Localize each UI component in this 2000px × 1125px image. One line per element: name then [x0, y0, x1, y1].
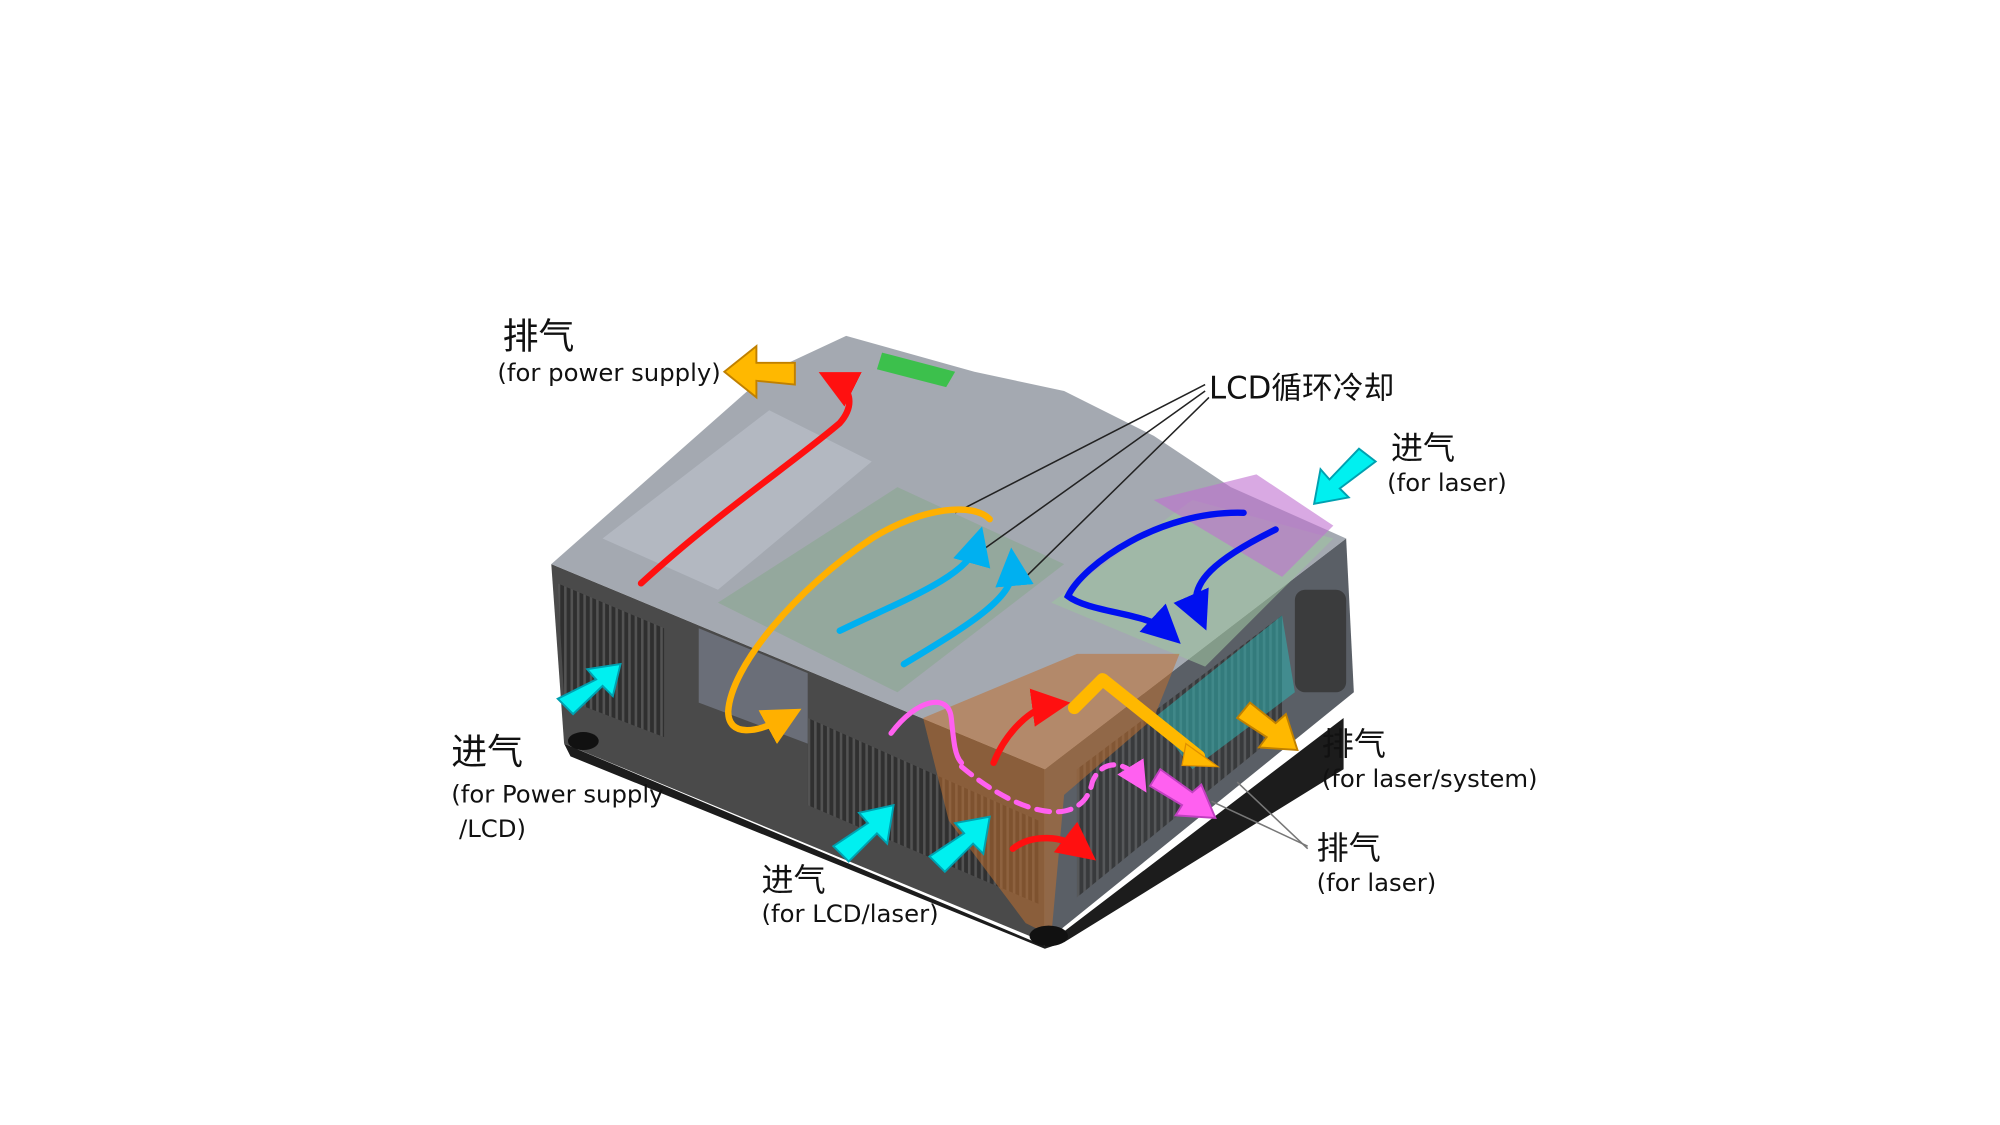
- exhaust-laser-system-caption: (for laser/system): [1322, 764, 1538, 793]
- intake-lcd-arrow-1: [831, 803, 895, 863]
- exhaust-laser-title: 排气: [1317, 829, 1381, 867]
- foot-front: [1029, 925, 1068, 947]
- leader-lines: [954, 383, 1309, 850]
- exhaust-laser-caption: (for laser): [1317, 868, 1437, 897]
- intake-lcd-laser-title: 进气: [762, 861, 826, 899]
- projector-body: [551, 335, 1354, 949]
- lcd-loop-arrow: [724, 506, 993, 745]
- power-supply-flow-arrow: [637, 372, 862, 587]
- airflow-arrows: [637, 372, 1279, 861]
- control-buttons: [1294, 589, 1347, 693]
- block-arrows: [556, 344, 1378, 874]
- exhaust-laser-arrow: [1148, 767, 1217, 820]
- intake-power-caption-2: /LCD): [451, 814, 526, 843]
- laser-flow-arrow-2: [1173, 526, 1279, 631]
- intake-lcd-laser-caption: (for LCD/laser): [762, 899, 939, 928]
- intake-laser-arrow: [1312, 447, 1378, 506]
- intake-laser-caption: (for laser): [1387, 468, 1507, 497]
- labels: 排气 (for power supply) LCD循环冷却 进气 (for la…: [451, 317, 1537, 928]
- laser-system-exhaust-path: [1067, 673, 1206, 763]
- laser-heatsink: [1153, 474, 1334, 577]
- intake-lcd-arrow-2: [927, 815, 991, 874]
- intake-laser-title: 进气: [1391, 429, 1455, 467]
- laser-exhaust-dashed-arrow: [958, 758, 1147, 815]
- exhaust-power-supply-title: 排气: [503, 317, 575, 358]
- teal-duct: [1153, 615, 1295, 770]
- exhaust-laser-system-title: 排气: [1322, 725, 1386, 763]
- exhaust-power-supply-arrow: [722, 344, 796, 400]
- exhaust-power-supply-caption: (for power supply): [497, 358, 720, 387]
- lcd-flow-arrow-2: [900, 547, 1034, 668]
- intake-power-arrow: [556, 662, 622, 716]
- foot-left: [567, 732, 599, 750]
- bottom-flow-arrow: [1009, 821, 1097, 861]
- intake-power-title: 进气: [451, 732, 523, 773]
- orange-duct: [923, 653, 1180, 936]
- exhaust-laser-system-arrow: [1235, 701, 1299, 752]
- green-board: [876, 352, 956, 388]
- laser-system-exhaust-head: [1181, 742, 1221, 768]
- system-flow-arrow: [990, 688, 1071, 767]
- lcd-cooling-label: LCD循环冷却: [1209, 371, 1394, 407]
- laser-flow-arrow-1: [1063, 509, 1247, 644]
- intake-power-caption-1: (for Power supply: [451, 780, 663, 809]
- laser-exhaust-flow-arrow: [888, 699, 965, 766]
- lcd-flow-arrow-1: [836, 526, 991, 634]
